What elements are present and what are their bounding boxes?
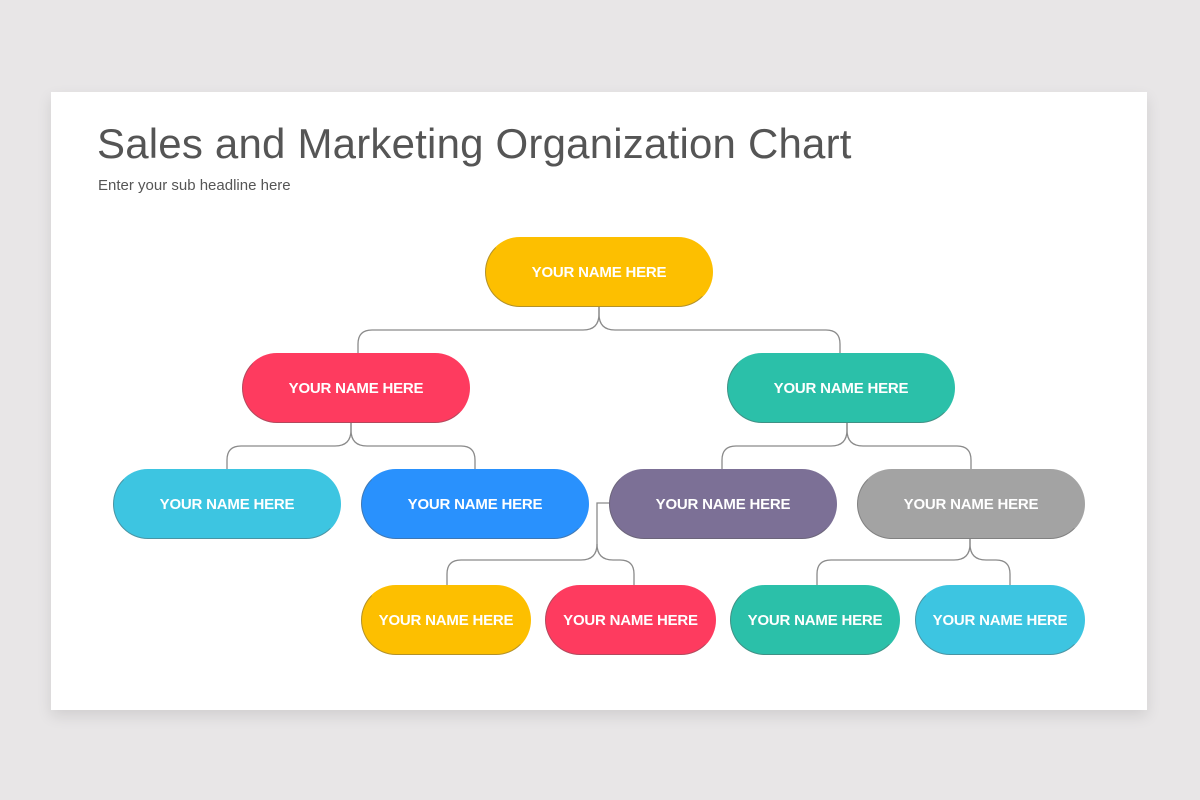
org-node-level3-4[interactable]: YOUR NAME HERE [857,469,1085,539]
org-node-label: YOUR NAME HERE [288,379,424,397]
org-node-label: YOUR NAME HERE [407,495,543,513]
org-node-label: YOUR NAME HERE [531,263,667,281]
org-node-label: YOUR NAME HERE [378,611,514,629]
org-node-level4-4[interactable]: YOUR NAME HERE [915,585,1085,655]
org-node-label: YOUR NAME HERE [773,379,909,397]
org-node-label: YOUR NAME HERE [903,495,1039,513]
org-node-level4-3[interactable]: YOUR NAME HERE [730,585,900,655]
org-node-label: YOUR NAME HERE [655,495,791,513]
org-node-label: YOUR NAME HERE [747,611,883,629]
org-node-level4-2[interactable]: YOUR NAME HERE [545,585,716,655]
org-node-level2-left[interactable]: YOUR NAME HERE [242,353,470,423]
org-node-level3-1[interactable]: YOUR NAME HERE [113,469,341,539]
org-node-label: YOUR NAME HERE [932,611,1068,629]
org-node-label: YOUR NAME HERE [159,495,295,513]
org-node-root[interactable]: YOUR NAME HERE [485,237,713,307]
sub-headline[interactable]: Enter your sub headline here [98,177,291,194]
org-node-level2-right[interactable]: YOUR NAME HERE [727,353,955,423]
org-node-label: YOUR NAME HERE [563,611,698,629]
org-node-level3-2[interactable]: YOUR NAME HERE [361,469,589,539]
org-node-level4-1[interactable]: YOUR NAME HERE [361,585,531,655]
page-title[interactable]: Sales and Marketing Organization Chart [97,120,852,167]
org-node-level3-3[interactable]: YOUR NAME HERE [609,469,837,539]
